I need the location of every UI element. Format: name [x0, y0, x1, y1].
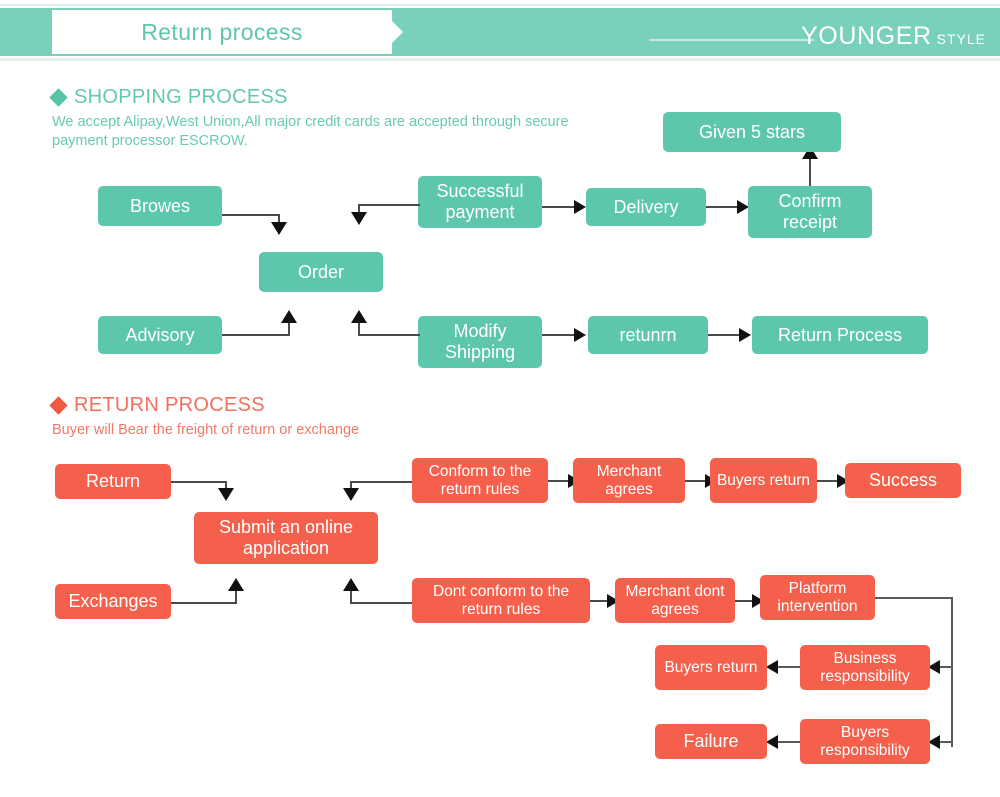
flow-box-retunrn[interactable]: retunrn — [588, 316, 708, 354]
arrow-payment-delivery — [574, 200, 586, 214]
connector-platform-bus-h — [875, 597, 953, 599]
connector-conform-merchant — [548, 480, 572, 482]
shopping-process-section-header: SHOPPING PROCESS We accept Alipay,West U… — [49, 86, 652, 151]
flow-box-browes[interactable]: Browes — [98, 186, 222, 226]
connector-payment-order-v — [358, 204, 360, 216]
connector-buyersresp-failure — [777, 741, 800, 743]
diamond-bullet-icon — [49, 396, 68, 415]
arrow-modify-retunrn — [574, 328, 586, 342]
return-process-section-header: RETURN PROCESS Buyer will Bear the freig… — [49, 394, 652, 440]
header-hairline-top — [0, 4, 1000, 6]
connector-platform-bus-v — [951, 597, 953, 747]
flow-box-buyers-return-top[interactable]: Buyers return — [710, 458, 817, 503]
flow-box-merchant-dont-agrees[interactable]: Merchant dont agrees — [615, 578, 735, 623]
connector-conform-submit-h — [350, 481, 412, 483]
shopping-process-subtitle: We accept Alipay,West Union,All major cr… — [52, 114, 569, 149]
connector-modify-order-h — [358, 334, 420, 336]
arrow-retunrn-returnprocess — [739, 328, 751, 342]
arrow-bus-business — [928, 660, 940, 674]
connector-return-submit-h — [171, 481, 227, 483]
brand-logo: YOUNGER STYLE — [801, 22, 986, 51]
arrow-conform-submit — [343, 488, 359, 501]
arrow-buyersresp-failure — [766, 735, 778, 749]
page-title-plate: Return process — [52, 10, 403, 54]
connector-exchanges-submit-v — [235, 590, 237, 604]
connector-bus-buyersresp-h — [940, 741, 953, 743]
flow-box-order[interactable]: Order — [259, 252, 383, 292]
arrow-advisory-order — [281, 310, 297, 323]
flow-box-advisory[interactable]: Advisory — [98, 316, 222, 354]
arrow-delivery-confirm — [737, 200, 749, 214]
connector-merchantdont-platform — [735, 600, 755, 602]
connector-business-buyersreturn — [777, 666, 800, 668]
connector-browes-order-v — [278, 214, 280, 226]
flow-box-success[interactable]: Success — [845, 463, 961, 498]
flow-box-buyers-return-bottom[interactable]: Buyers return — [655, 645, 767, 690]
arrow-payment-order — [351, 212, 367, 225]
flow-box-successful-payment[interactable]: Successful payment — [418, 176, 542, 228]
arrow-modify-order — [351, 310, 367, 323]
connector-payment-delivery — [542, 206, 576, 208]
arrow-dontconform-submit — [343, 578, 359, 591]
return-process-heading: RETURN PROCESS — [49, 394, 652, 417]
flow-box-dont-conform-return-rules[interactable]: Dont conform to the return rules — [412, 578, 590, 623]
flow-box-delivery[interactable]: Delivery — [586, 188, 706, 226]
connector-bus-business-h — [940, 666, 953, 668]
connector-exchanges-submit-h — [171, 602, 237, 604]
diamond-bullet-icon — [49, 88, 68, 107]
connector-buyersreturn-success — [817, 480, 841, 482]
connector-confirm-stars — [809, 156, 811, 186]
flow-box-platform-intervention[interactable]: Platform intervention — [760, 575, 875, 620]
flow-box-return-process[interactable]: Return Process — [752, 316, 928, 354]
arrow-browes-order — [271, 222, 287, 235]
flow-box-return[interactable]: Return — [55, 464, 171, 499]
arrow-bus-buyersresp — [928, 735, 940, 749]
connector-dontconform-merchantdont — [590, 600, 610, 602]
flow-box-merchant-agrees[interactable]: Merchant agrees — [573, 458, 685, 503]
arrow-business-buyersreturn — [766, 660, 778, 674]
connector-advisory-order-h — [222, 334, 290, 336]
connector-conform-submit-v — [350, 481, 352, 492]
brand-tagline: STYLE — [936, 31, 986, 47]
header-hairline-bottom — [0, 58, 1000, 61]
connector-dontconform-submit-h — [350, 602, 412, 604]
flow-box-confirm-receipt[interactable]: Confirm receipt — [748, 186, 872, 238]
return-process-subtitle: Buyer will Bear the freight of return or… — [52, 422, 360, 438]
connector-payment-order-h — [358, 204, 420, 206]
connector-return-submit-v — [225, 481, 227, 492]
flow-box-failure[interactable]: Failure — [655, 724, 767, 759]
shopping-process-heading: SHOPPING PROCESS — [49, 86, 652, 109]
arrow-exchanges-submit — [228, 578, 244, 591]
flow-box-submit-online-application[interactable]: Submit an online application — [194, 512, 378, 564]
arrow-return-submit — [218, 488, 234, 501]
flow-box-conform-return-rules[interactable]: Conform to the return rules — [412, 458, 548, 503]
flow-box-modify-shipping[interactable]: Modify Shipping — [418, 316, 542, 368]
connector-modify-order-v — [358, 322, 360, 336]
connector-modify-retunrn — [542, 334, 576, 336]
connector-advisory-order-v — [288, 322, 290, 336]
brand-rule — [649, 39, 814, 41]
connector-delivery-confirm — [706, 206, 740, 208]
page-title: Return process — [141, 18, 303, 45]
brand-name: YOUNGER — [801, 22, 932, 50]
flow-box-exchanges[interactable]: Exchanges — [55, 584, 171, 619]
connector-dontconform-submit-v — [350, 590, 352, 604]
shopping-process-heading-text: SHOPPING PROCESS — [74, 86, 288, 108]
connector-retunrn-returnprocess — [708, 334, 742, 336]
flow-box-buyers-responsibility[interactable]: Buyers responsibility — [800, 719, 930, 764]
connector-merchant-buyersreturn — [685, 480, 709, 482]
return-process-heading-text: RETURN PROCESS — [74, 394, 265, 416]
flow-box-given-5-stars[interactable]: Given 5 stars — [663, 112, 841, 152]
connector-browes-order-h — [222, 214, 280, 216]
flow-box-business-responsibility[interactable]: Business responsibility — [800, 645, 930, 690]
